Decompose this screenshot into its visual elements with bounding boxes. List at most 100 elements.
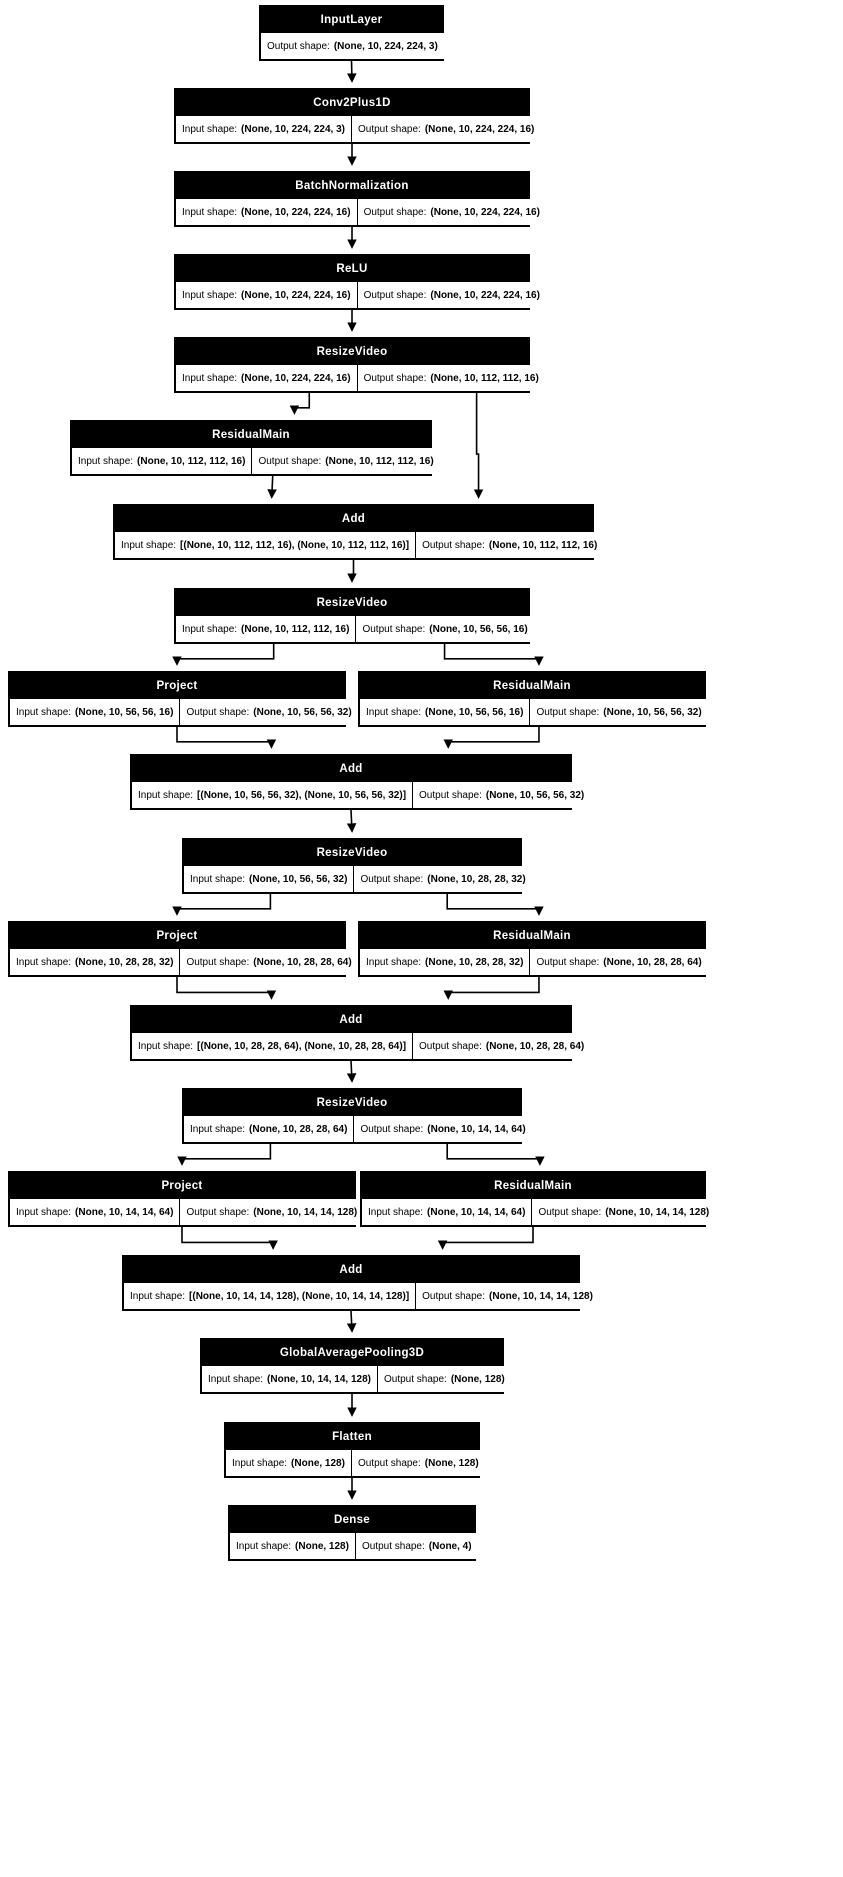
- input-shape-cell: Input shape:(None, 10, 28, 28, 64): [184, 1116, 354, 1142]
- input-shape-label: Input shape:: [182, 289, 238, 301]
- input-shape-label: Input shape:: [78, 455, 134, 467]
- output-shape-label: Output shape:: [360, 1123, 424, 1135]
- edge-resizevideo_2-to-residualmain_2: [443, 644, 544, 666]
- output-shape-value: (None, 128): [424, 1457, 479, 1469]
- layer-title: ResidualMain: [71, 421, 431, 447]
- input-shape-label: Input shape:: [130, 1290, 186, 1302]
- input-shape-value: (None, 10, 56, 56, 16): [425, 706, 524, 718]
- output-shape-value: (None, 10, 14, 14, 128): [605, 1206, 710, 1218]
- output-shape-label: Output shape:: [536, 706, 600, 718]
- input-shape-label: Input shape:: [121, 539, 177, 551]
- input-shape-value: (None, 10, 224, 224, 16): [241, 372, 351, 384]
- output-shape-label: Output shape:: [357, 1457, 421, 1469]
- layer-shape-row: Input shape:(None, 10, 224, 224, 16)Outp…: [175, 198, 546, 226]
- input-shape-value: [(None, 10, 14, 14, 128), (None, 10, 14,…: [189, 1290, 410, 1302]
- layer-title: ReLU: [175, 255, 529, 281]
- input-shape-cell: Input shape:(None, 10, 56, 56, 16): [10, 699, 180, 725]
- input-shape-cell: Input shape:(None, 10, 14, 14, 128): [202, 1366, 377, 1392]
- layer-title: InputLayer: [260, 6, 443, 32]
- output-shape-cell: Output shape:(None, 4): [355, 1533, 478, 1559]
- edge-resizevideo_3-to-residualmain_3: [446, 894, 544, 916]
- output-shape-cell: Output shape:(None, 10, 112, 112, 16): [416, 532, 604, 558]
- layer-title: Add: [131, 755, 571, 781]
- output-shape-value: (None, 10, 56, 56, 16): [429, 623, 528, 635]
- layer-title: Dense: [229, 1506, 475, 1532]
- input-shape-value: (None, 128): [295, 1540, 349, 1552]
- output-shape-label: Output shape:: [384, 1373, 447, 1385]
- layer-shape-row: Input shape:[(None, 10, 112, 112, 16), (…: [114, 531, 604, 559]
- output-shape-label: Output shape:: [422, 1290, 485, 1302]
- edge-project_1-to-add_2: [176, 727, 277, 749]
- layer-title: Conv2Plus1D: [175, 89, 529, 115]
- layer-shape-row: Input shape:(None, 10, 28, 28, 32)Output…: [359, 948, 708, 976]
- layer-title: ResidualMain: [361, 1172, 705, 1198]
- edge-residualmain_3-to-add_3: [443, 977, 540, 1000]
- output-shape-label: Output shape:: [363, 372, 427, 384]
- input-shape-cell: Input shape:(None, 128): [226, 1450, 351, 1476]
- output-shape-cell: Output shape:(None, 10, 224, 224, 16): [357, 199, 546, 225]
- output-shape-cell: Output shape:(None, 10, 14, 14, 128): [416, 1283, 599, 1309]
- output-shape-label: Output shape:: [186, 1206, 250, 1218]
- edge-add_3-to-resizevideo_4: [346, 1060, 357, 1083]
- layer-shape-row: Input shape:(None, 10, 14, 14, 128)Outpu…: [201, 1365, 511, 1393]
- output-shape-value: (None, 10, 14, 14, 128): [253, 1206, 358, 1218]
- output-shape-value: (None, 10, 56, 56, 32): [485, 789, 585, 801]
- input-shape-label: Input shape:: [138, 789, 194, 801]
- output-shape-cell: Output shape:(None, 128): [378, 1366, 511, 1392]
- input-shape-value: (None, 10, 28, 28, 32): [75, 956, 174, 968]
- layer-title: ResizeVideo: [175, 589, 529, 615]
- input-shape-cell: Input shape:(None, 10, 56, 56, 32): [184, 866, 354, 892]
- output-shape-value: (None, 10, 112, 112, 16): [488, 539, 598, 551]
- output-shape-value: (None, 10, 28, 28, 64): [485, 1040, 585, 1052]
- layer-shape-row: Input shape:(None, 10, 112, 112, 16)Outp…: [71, 447, 440, 475]
- output-shape-label: Output shape:: [538, 1206, 602, 1218]
- input-shape-cell: Input shape:[(None, 10, 14, 14, 128), (N…: [124, 1283, 416, 1309]
- input-shape-label: Input shape:: [232, 1457, 288, 1469]
- output-shape-cell: Output shape:(None, 128): [351, 1450, 485, 1476]
- input-shape-value: (None, 10, 28, 28, 64): [249, 1123, 348, 1135]
- input-shape-cell: Input shape:[(None, 10, 28, 28, 64), (No…: [132, 1033, 413, 1059]
- layer-title: Add: [123, 1256, 579, 1282]
- input-shape-cell: Input shape:(None, 10, 112, 112, 16): [176, 616, 356, 642]
- output-shape-label: Output shape:: [422, 539, 485, 551]
- output-shape-cell: Output shape:(None, 10, 56, 56, 32): [180, 699, 358, 725]
- output-shape-cell: Output shape:(None, 10, 224, 224, 16): [357, 282, 546, 308]
- input-shape-value: (None, 10, 224, 224, 3): [241, 123, 345, 135]
- layer-shape-row: Output shape:(None, 10, 224, 224, 3): [260, 32, 444, 60]
- input-shape-label: Input shape:: [368, 1206, 424, 1218]
- layer-title: ResizeVideo: [183, 1089, 521, 1115]
- output-shape-label: Output shape:: [360, 873, 424, 885]
- output-shape-cell: Output shape:(None, 10, 28, 28, 64): [180, 949, 358, 975]
- edge-residualmain_2-to-add_2: [443, 727, 540, 749]
- edge-add_1-to-resizevideo_2: [347, 560, 357, 583]
- output-shape-value: (None, 10, 56, 56, 32): [603, 706, 702, 718]
- input-shape-label: Input shape:: [236, 1540, 292, 1552]
- layer-shape-row: Input shape:(None, 10, 28, 28, 64) Output…: [183, 1115, 532, 1143]
- input-shape-label: Input shape:: [16, 1206, 72, 1218]
- input-shape-value: (None, 10, 112, 112, 16): [137, 455, 246, 467]
- layer-shape-row: Input shape:(None, 10, 224, 224, 16)Outp…: [175, 281, 546, 309]
- layer-title: ResizeVideo: [175, 338, 529, 364]
